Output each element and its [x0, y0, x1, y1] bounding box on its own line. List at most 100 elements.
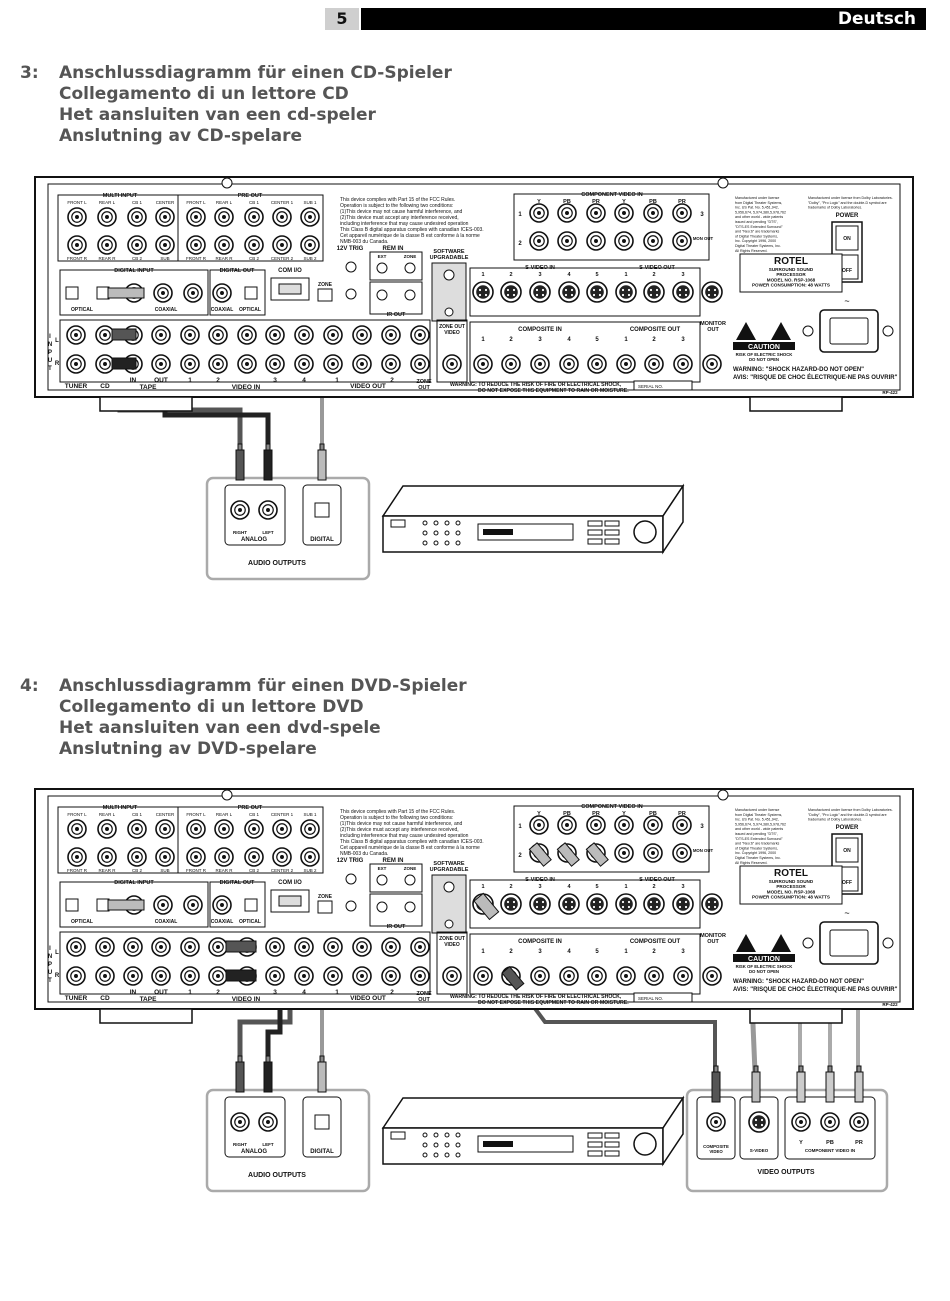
label: 5,956,674, 5,974,380,5,978,762: [735, 210, 786, 214]
jack-pin: [75, 215, 79, 219]
label: L: [55, 950, 59, 956]
label: OUT: [707, 327, 719, 333]
label: Manufactured under license: [735, 808, 779, 812]
screw-icon: [444, 307, 454, 317]
label: COMPOSITE OUT: [630, 327, 681, 333]
label: SUB 1: [303, 200, 317, 205]
label: 1: [481, 884, 484, 890]
label: 2: [652, 272, 655, 278]
component-video-box: [513, 805, 710, 873]
jack-pin: [103, 945, 107, 949]
ir-jack: [404, 289, 416, 301]
jack-ring: [414, 358, 426, 370]
jack-pin: [537, 823, 541, 827]
label: FRONT L: [67, 200, 87, 205]
label: CB 1: [249, 812, 260, 817]
jack-pin: [565, 239, 569, 243]
label: DIGITAL OUT: [220, 268, 255, 274]
label: I: [49, 334, 51, 340]
label: REAR R: [98, 868, 116, 873]
jack-ring: [101, 211, 113, 223]
svideo-pin: [707, 905, 711, 909]
label: and other world - wide patents: [735, 827, 783, 831]
jack-ring: [706, 970, 718, 982]
label: Inc. US Pat. No. 5,451,942,: [735, 818, 779, 822]
player-button: [433, 530, 439, 536]
jack-ring: [563, 358, 575, 370]
digital-out-box: [209, 881, 266, 928]
jack-ring: [241, 358, 253, 370]
svideo-box: [469, 267, 701, 317]
svideo-pin: [564, 293, 568, 297]
analog-box: [224, 484, 286, 546]
label: and "Neo:6" are trademarks: [735, 230, 780, 234]
label: "Dolby", "Pro Logic" and the double-D sy…: [808, 813, 887, 817]
jack-pin: [105, 215, 109, 219]
label: 2: [216, 989, 220, 996]
jack-ring: [647, 207, 659, 219]
label: MONITOR: [700, 933, 726, 939]
svideo-pin: [684, 293, 688, 297]
label: COAXIAL: [155, 307, 178, 313]
video-outputs-panel: [685, 1088, 889, 1193]
label: Digital Theater Systems, Inc.: [735, 856, 781, 860]
label: S-VIDEO OUT: [639, 265, 675, 271]
trig-jack: [345, 900, 357, 912]
jack-ring: [276, 239, 288, 251]
player-button: [433, 1132, 439, 1138]
label: PR: [592, 811, 600, 817]
svideo-pin: [535, 288, 539, 292]
label: Inc. US Pat. No. 5,451,942,: [735, 206, 779, 210]
svideo-pin: [649, 293, 653, 297]
jack-pin: [308, 243, 312, 247]
label: CENTER: [156, 812, 175, 817]
optical-out-port: [314, 1114, 330, 1130]
jack-ring: [618, 207, 630, 219]
digital-input-box: [59, 881, 209, 928]
label: including interference that may cause un…: [340, 833, 469, 839]
svideo-pin: [598, 288, 602, 292]
audio-outputs-panel: [205, 476, 371, 581]
svideo-jack-inner: [504, 285, 518, 299]
jack-ring: [327, 970, 339, 982]
label: 2: [390, 377, 394, 384]
svideo-jack-inner: [619, 285, 633, 299]
label: VIDEO IN: [232, 384, 261, 391]
jack-ring: [618, 847, 630, 859]
lightning-warning-icon: [736, 934, 756, 952]
optical-plug: [317, 449, 327, 481]
rem-in-box: [369, 251, 423, 281]
svideo-pin: [506, 905, 510, 909]
label: PROCESSOR: [776, 272, 806, 277]
optical-port: [96, 286, 110, 300]
label: COMPOSITE IN: [518, 327, 562, 333]
jack-ring: [298, 970, 310, 982]
svideo-pin: [655, 900, 659, 904]
label: COAXIAL: [211, 307, 234, 313]
jack-ring: [561, 235, 573, 247]
optical-plug: [107, 899, 145, 911]
label: EXT: [378, 254, 387, 259]
jack-pin: [135, 243, 139, 247]
optical-port: [65, 286, 79, 300]
label: 1: [518, 212, 522, 218]
jack-ring: [795, 1116, 807, 1128]
label: from Digital Theater Systems,: [735, 813, 782, 817]
plug-tip: [798, 1065, 804, 1073]
label: FRONT L: [67, 812, 87, 817]
jack-pin: [75, 855, 79, 859]
label: RISK OF ELECTRIC SHOCK: [736, 352, 794, 357]
jack-pin: [302, 945, 306, 949]
label: SUB 2: [303, 868, 317, 873]
svideo-pin: [541, 900, 545, 904]
svideo-pin: [649, 905, 653, 909]
svideo-pin: [649, 900, 653, 904]
label: MODEL NO. RSP-1068: [767, 889, 816, 894]
label: ZONE: [404, 866, 417, 871]
label: All Rights Reserved.: [735, 249, 768, 253]
label: 5: [595, 949, 599, 955]
jack-pin: [135, 855, 139, 859]
label: REAR R: [98, 256, 116, 261]
digital-out-box: [209, 269, 266, 316]
